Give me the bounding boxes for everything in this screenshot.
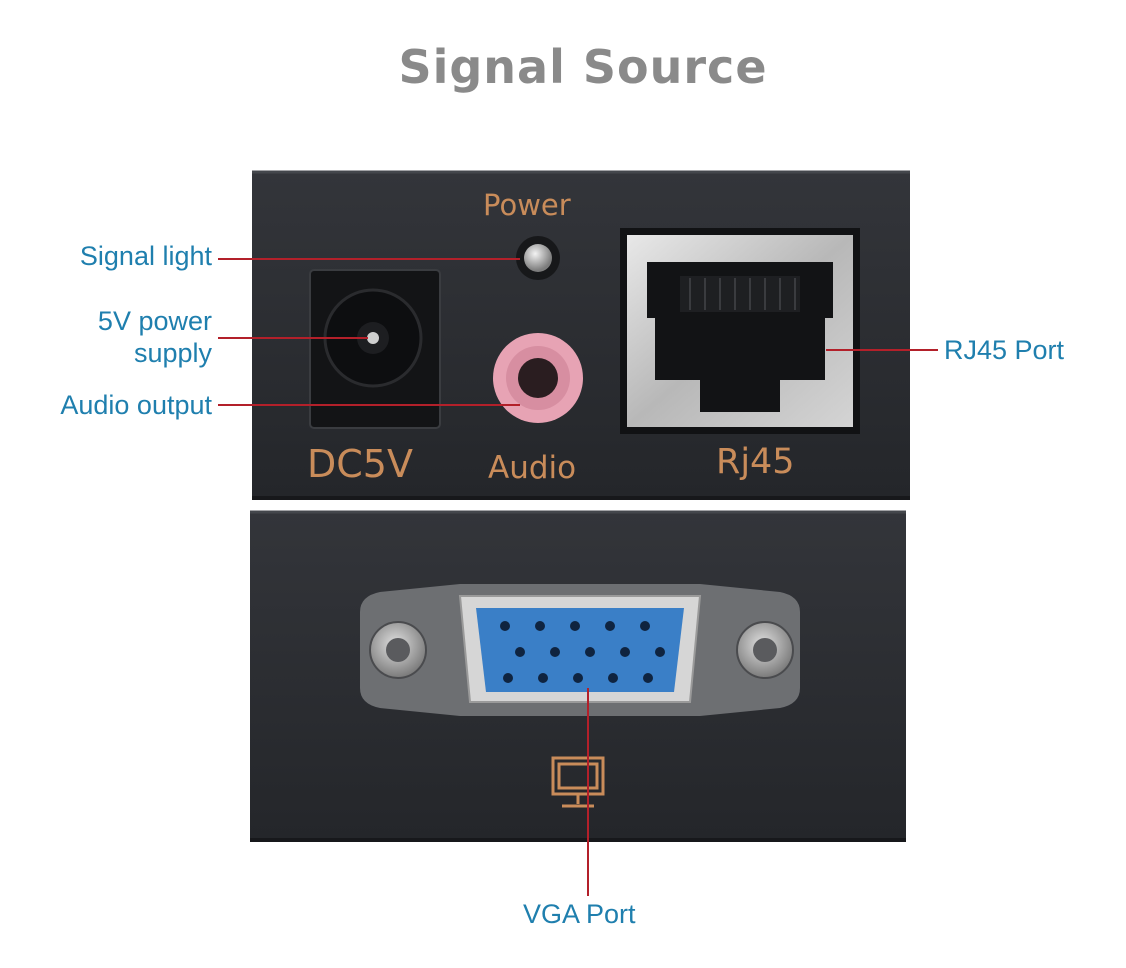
vga-port bbox=[360, 584, 800, 716]
audio-jack bbox=[493, 333, 583, 423]
callout-rj45-port: RJ45 Port bbox=[944, 335, 1065, 365]
page-title: Signal Source bbox=[398, 40, 768, 94]
label-power: Power bbox=[483, 188, 571, 222]
label-rj45: Rj45 bbox=[716, 442, 795, 482]
callout-power-supply: 5V power supply bbox=[20, 305, 212, 369]
callout-audio-output: Audio output bbox=[60, 390, 212, 420]
rj45-port bbox=[620, 228, 860, 434]
label-dc5v: DC5V bbox=[307, 442, 413, 486]
callout-power-supply-line2: supply bbox=[133, 338, 212, 368]
signal-light bbox=[516, 236, 560, 280]
callout-power-supply-line1: 5V power bbox=[97, 306, 212, 336]
dc-power-jack bbox=[309, 269, 441, 429]
label-audio: Audio bbox=[488, 450, 577, 486]
leader-lines bbox=[218, 258, 938, 896]
vga-monitor-icon bbox=[551, 756, 605, 808]
callout-vga-port: VGA Port bbox=[523, 899, 636, 929]
callout-signal-light: Signal light bbox=[79, 241, 212, 271]
